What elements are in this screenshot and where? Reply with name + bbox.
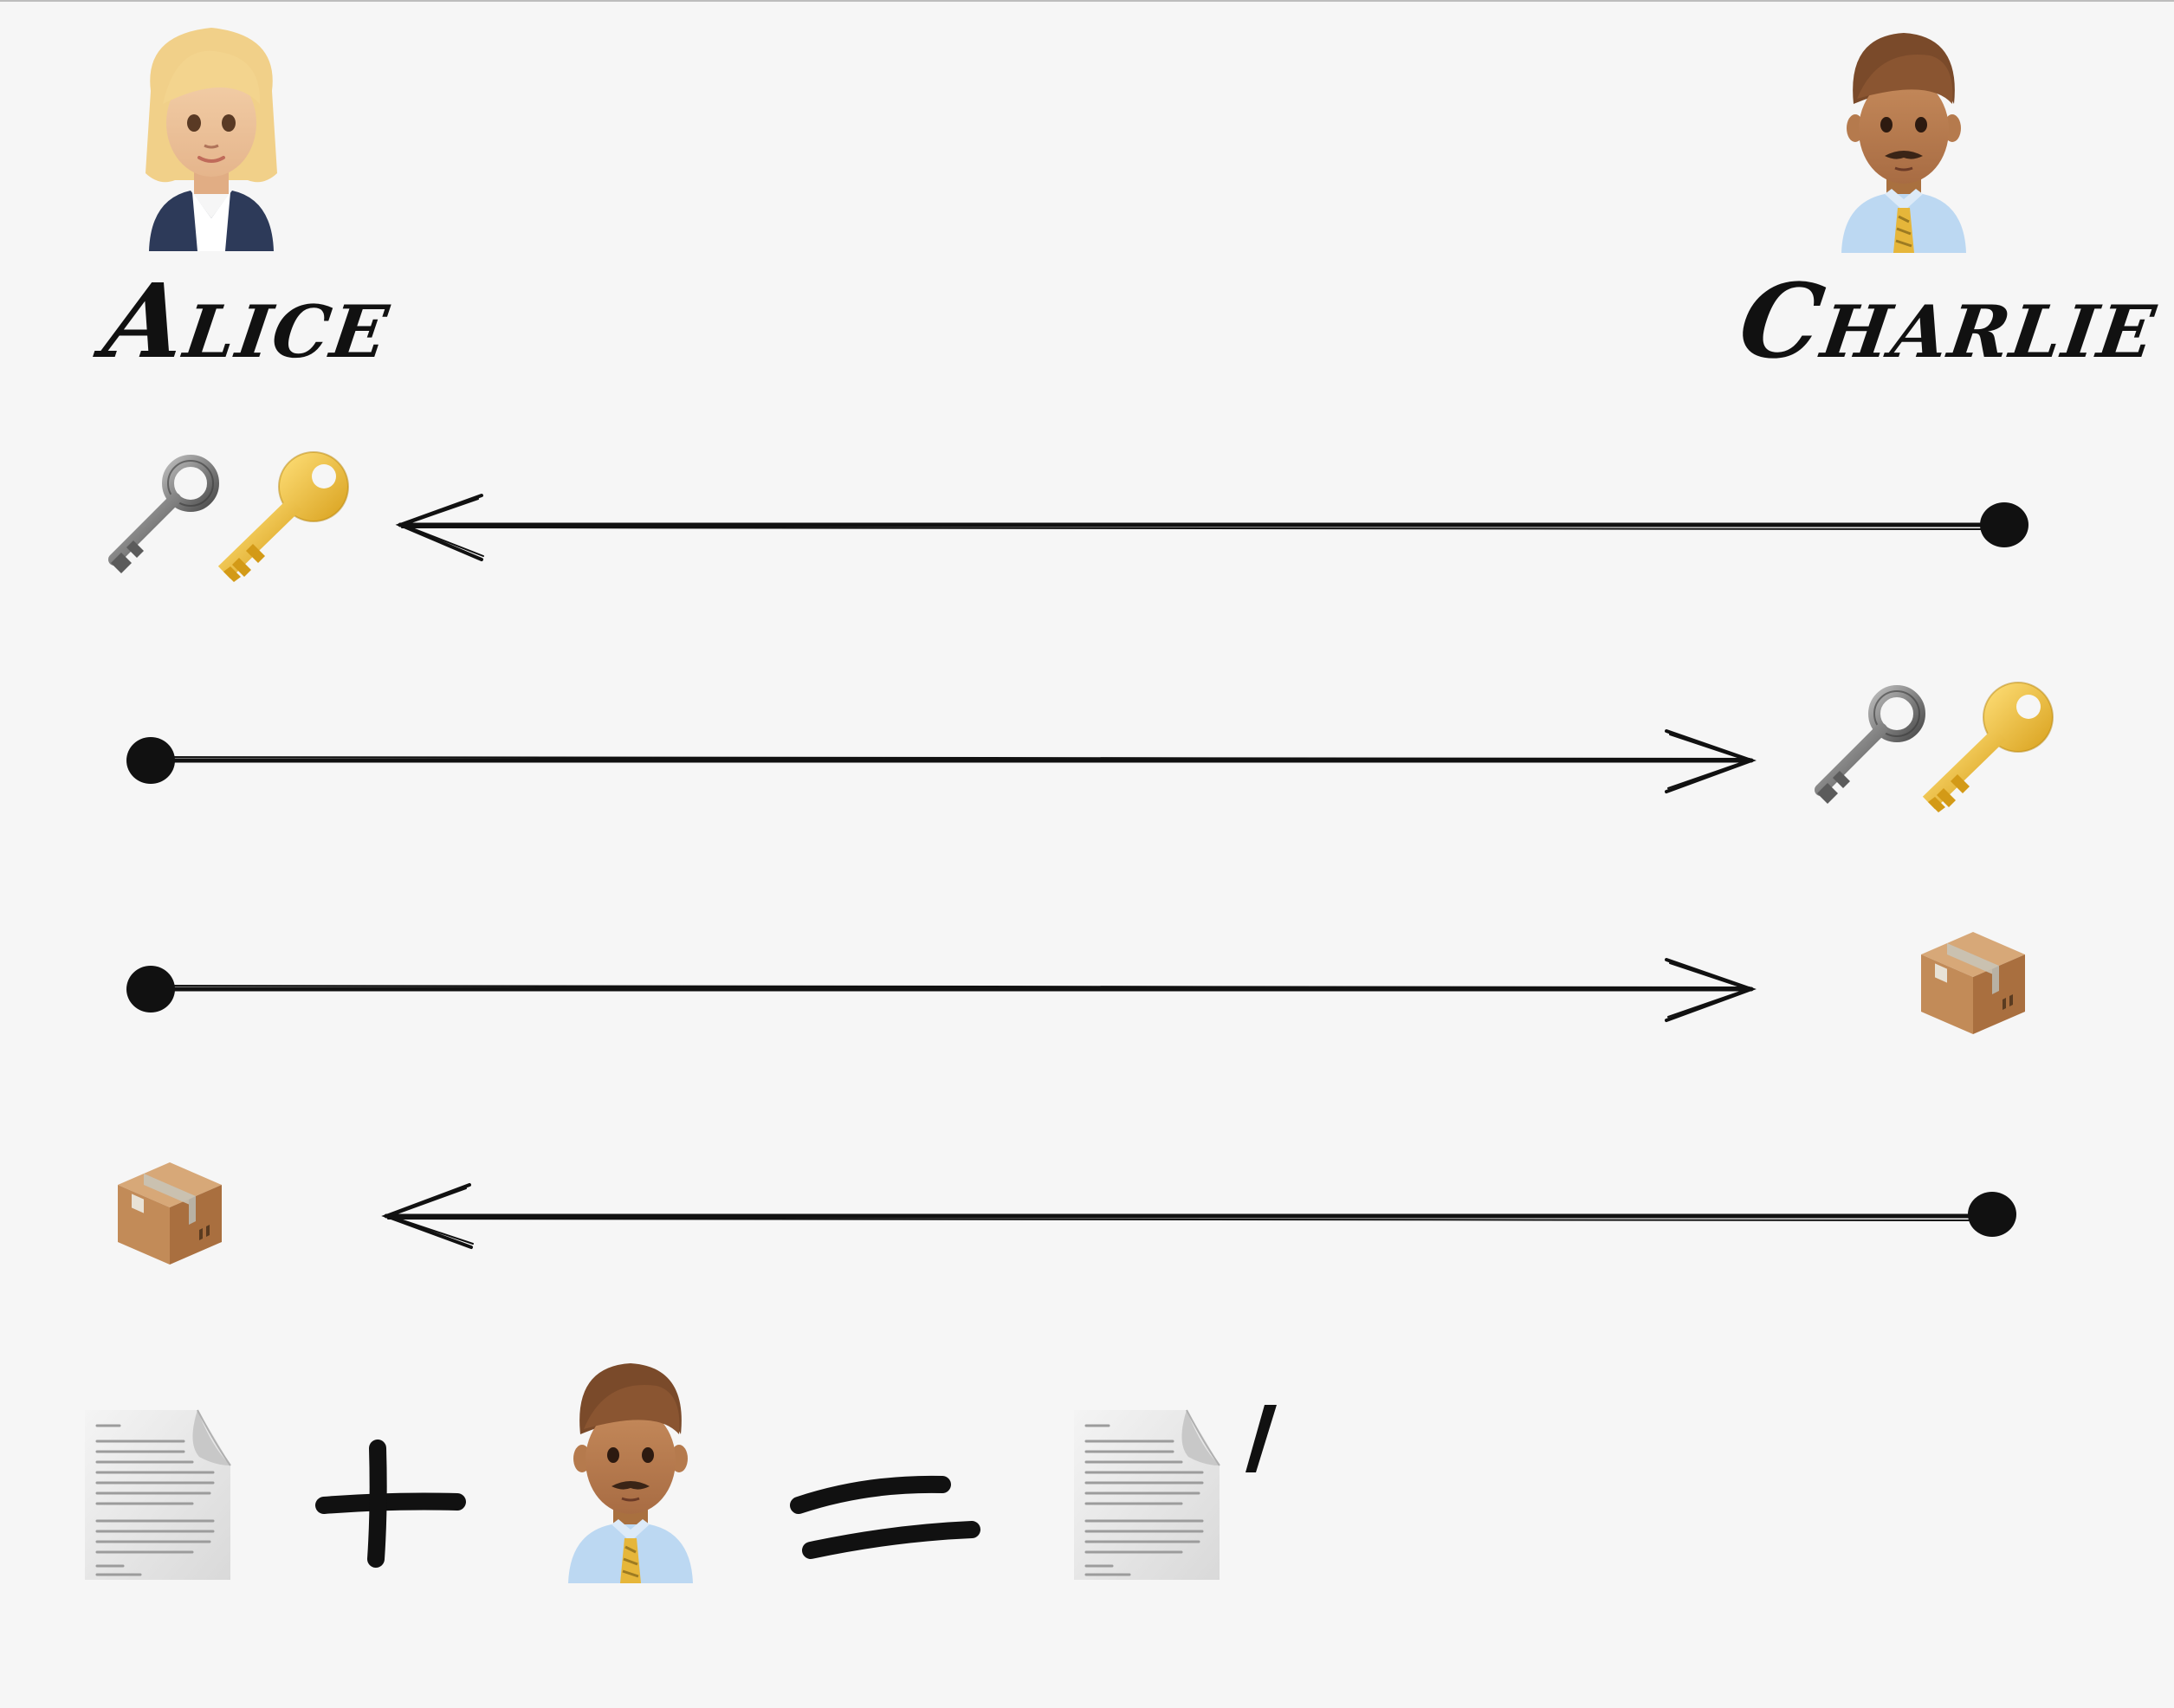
equals-sign	[790, 1475, 980, 1559]
package-icon	[118, 1162, 222, 1265]
step1-keys	[111, 452, 348, 582]
key-icon	[223, 452, 348, 582]
man-office-worker-icon	[566, 1362, 695, 1585]
old-key-icon	[1817, 691, 1919, 804]
alice-avatar-icon	[144, 26, 279, 253]
step3-arrow	[150, 958, 1757, 1022]
top-border	[0, 0, 2174, 2]
key-icon	[1928, 683, 2053, 812]
step2-arrow	[150, 729, 1757, 793]
step4-arrow	[381, 1183, 1986, 1249]
step1-start-dot	[1980, 502, 2028, 547]
step2-start-dot	[126, 737, 175, 784]
step1-arrow	[395, 494, 1995, 561]
package-icon	[1921, 932, 2025, 1034]
charlie-avatar-icon	[1840, 31, 1968, 255]
prime-mark	[1246, 1405, 1277, 1472]
document-icon	[83, 1408, 232, 1582]
step2-keys	[1817, 683, 2053, 812]
plus-sign	[315, 1440, 466, 1568]
step3-start-dot	[126, 966, 175, 1013]
old-key-icon	[111, 461, 213, 573]
document-icon	[1072, 1408, 1221, 1582]
step4-start-dot	[1968, 1192, 2016, 1237]
